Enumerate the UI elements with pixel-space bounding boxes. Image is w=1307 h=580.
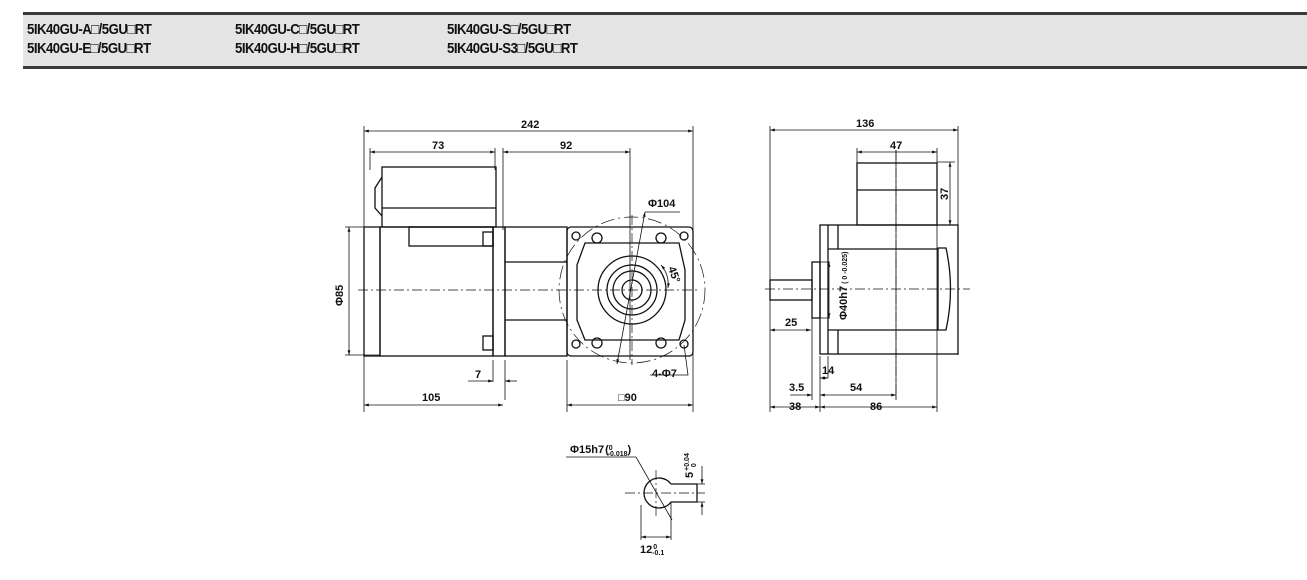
model-label: 5IK40GU-E□/5GU□RT [27,40,151,57]
model-label: 5IK40GU-C□/5GU□RT [235,21,360,38]
dim-overall-width: 136 [856,118,874,130]
model-label: 5IK40GU-A□/5GU□RT [27,21,152,38]
dim-pilot-depth: 14 [822,365,835,377]
dim-flange: 7 [475,369,481,381]
dim-mount-holes: 4-Φ7 [652,368,677,380]
dim-terminal-box: 73 [432,140,444,152]
front-view: 242 73 92 Φ85 105 7 Φ104 45° 4-Φ7 □90 [334,119,706,412]
model-label: 5IK40GU-S□/5GU□RT [447,21,571,38]
side-view: 136 47 37 Φ40h7( 0 -0.025) 25 14 3.5 54 … [765,118,970,413]
dim-shaft-length: 25 [785,317,797,329]
model-label: 5IK40GU-H□/5GU□RT [235,40,360,57]
dim-motor-length: 105 [422,392,440,404]
dim-shaft-out: 38 [789,401,801,413]
dim-pilot: Φ40h7( 0 -0.025) [838,252,850,320]
dim-pcd: Φ104 [648,198,676,210]
dim-motor-diameter: Φ85 [334,285,346,306]
dim-to-center: 54 [850,382,863,394]
dim-overall-length: 242 [521,119,539,131]
dim-square: □90 [618,392,637,404]
shaft-section: Φ15h7(0-0.018) 120-0.1 5+0.040 [566,444,705,557]
dim-key: 5+0.040 [684,453,698,478]
dim-boss: 3.5 [789,382,804,394]
dim-angle: 45° [665,265,682,285]
dim-terminal-box-height: 37 [939,188,951,200]
dim-shaft-diameter: Φ15h7(0-0.018) [570,444,632,458]
model-header-band [23,12,1307,69]
dim-terminal-box-width: 47 [890,140,902,152]
dim-flat: 120-0.1 [640,544,664,557]
dim-gearhead: 92 [560,140,572,152]
dim-body-depth: 86 [870,401,882,413]
model-label: 5IK40GU-S3□/5GU□RT [447,40,578,57]
